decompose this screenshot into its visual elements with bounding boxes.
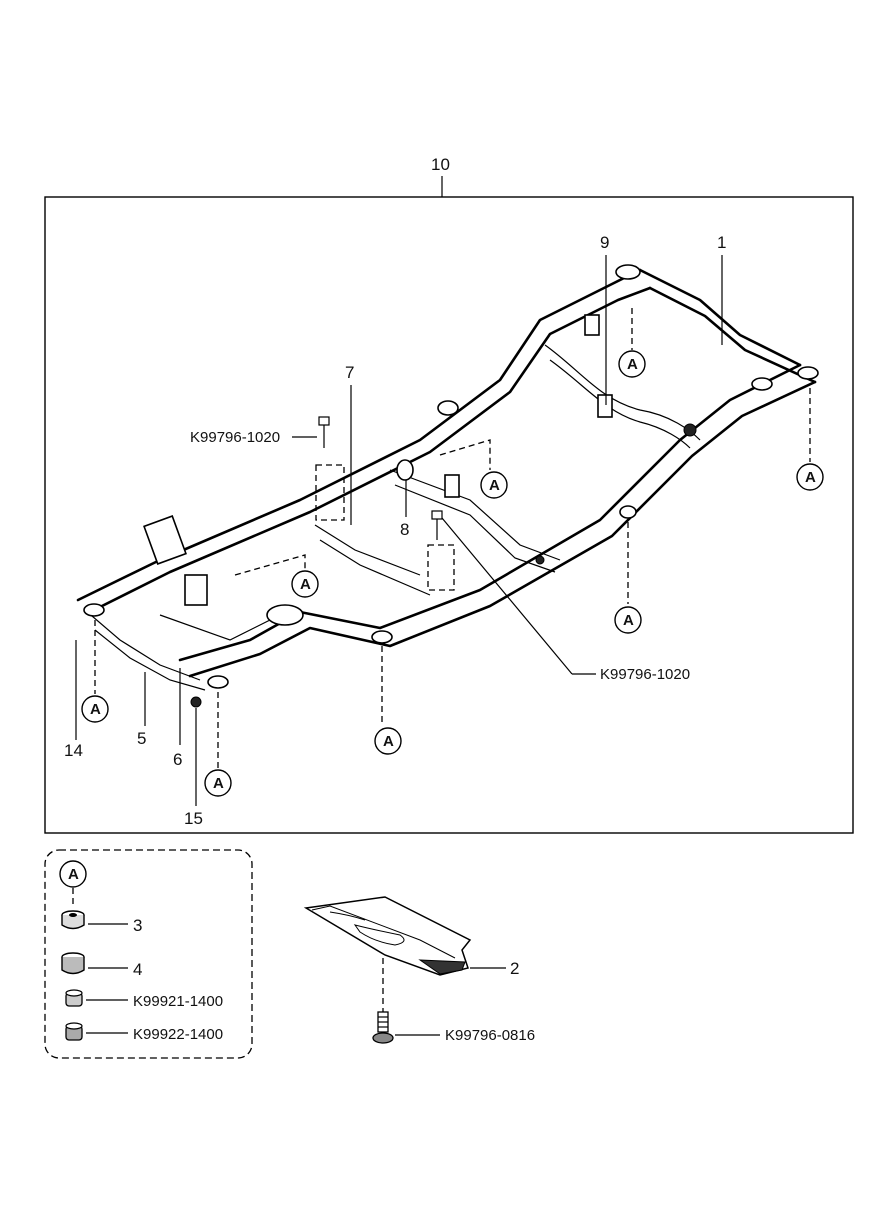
- ref-a-circle: A: [796, 388, 824, 491]
- mount-legend-box: [44, 849, 253, 1059]
- mount-4-part: [61, 952, 85, 975]
- svg-text:A: A: [68, 866, 79, 883]
- label-2: 2: [510, 959, 519, 978]
- label-6: 6: [173, 750, 182, 769]
- svg-text:A: A: [300, 576, 311, 593]
- svg-text:A: A: [383, 733, 394, 750]
- skid-bolt-part: [372, 1011, 394, 1044]
- svg-text:A: A: [90, 701, 101, 718]
- skid-plate-part: [303, 896, 472, 976]
- ref-a-circle: A: [618, 308, 646, 378]
- svg-text:A: A: [489, 477, 500, 494]
- svg-text:A: A: [623, 612, 634, 629]
- bolt-lower: [431, 510, 443, 540]
- part-number-skid-bolt: K99796-0816: [445, 1027, 535, 1044]
- ref-a-circle: A: [614, 522, 642, 634]
- part-number-bolt-upper: K99796-1020: [190, 429, 280, 446]
- label-1: 1: [717, 233, 726, 252]
- nut-2-part: [65, 1022, 83, 1041]
- label-7: 7: [345, 363, 354, 382]
- part-number-bolt-lower: K99796-1020: [600, 666, 690, 683]
- ref-a-circle: A: [480, 471, 508, 499]
- ref-a-circle: A: [291, 570, 319, 598]
- bolt-upper: [318, 416, 330, 448]
- ref-a-circle: A: [374, 646, 402, 755]
- label-9: 9: [600, 233, 609, 252]
- label-15: 15: [184, 809, 203, 828]
- label-10: 10: [431, 155, 450, 174]
- svg-text:A: A: [213, 775, 224, 792]
- label-14: 14: [64, 741, 83, 760]
- part-number-nut-1: K99921-1400: [133, 993, 223, 1010]
- chassis-frame: [76, 264, 819, 708]
- label-3: 3: [133, 916, 142, 935]
- part-number-nut-2: K99922-1400: [133, 1026, 223, 1043]
- svg-text:A: A: [805, 469, 816, 486]
- label-4: 4: [133, 960, 142, 979]
- ref-a-circle: A: [81, 620, 109, 723]
- svg-text:A: A: [627, 356, 638, 373]
- label-5: 5: [137, 729, 146, 748]
- mount-3-part: [61, 910, 85, 930]
- ref-a-circle: A: [59, 860, 87, 888]
- label-8: 8: [400, 520, 409, 539]
- assembly-box: [44, 196, 854, 834]
- ref-a-circle: A: [204, 692, 232, 797]
- nut-1-part: [65, 989, 83, 1007]
